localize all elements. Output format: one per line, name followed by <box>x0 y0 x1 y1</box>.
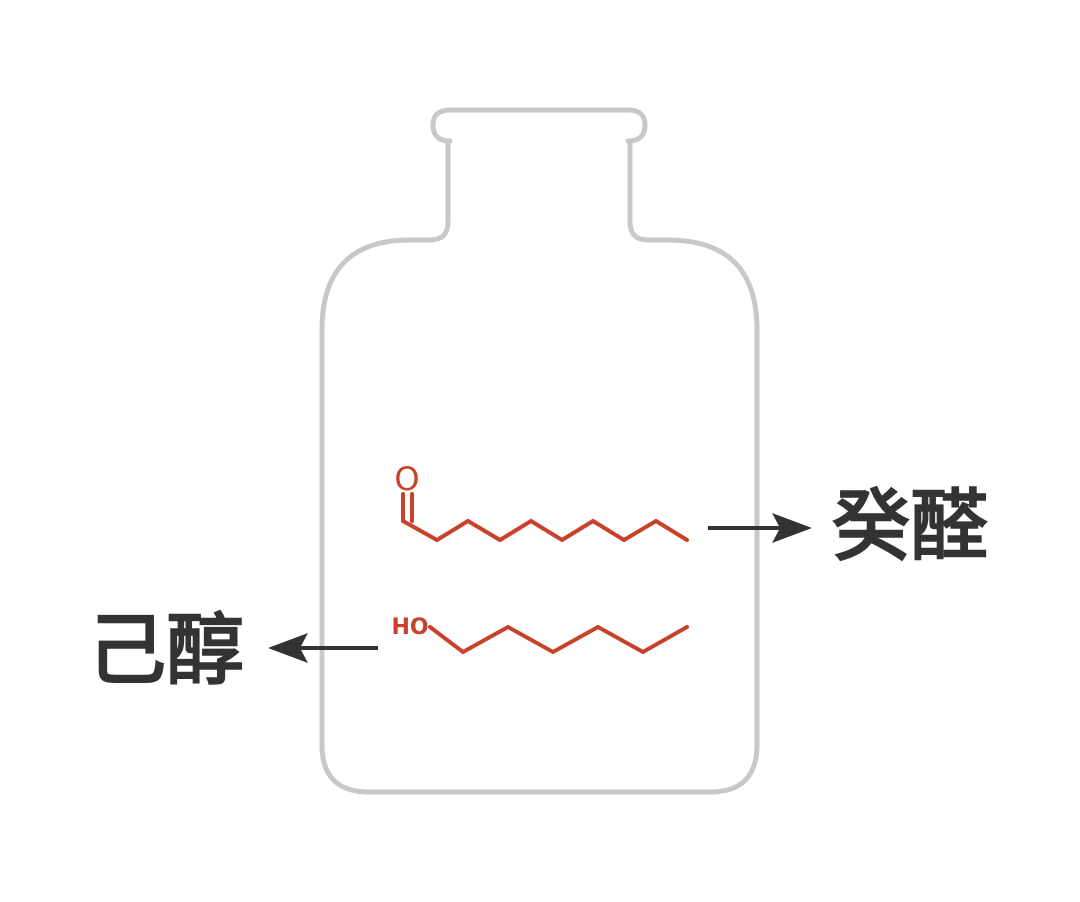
decanal-arrow-head <box>772 513 812 543</box>
hexanol-carbon-chain <box>428 624 689 655</box>
hexanol-arrow-head <box>268 633 308 663</box>
hexanol-name-label: 己醇 <box>88 606 244 696</box>
decanal-structure: O <box>394 460 689 543</box>
hexanol-arrow <box>268 633 378 663</box>
decanal-carbon-chain <box>401 518 689 543</box>
decanal-name-label: 癸醛 <box>832 482 988 572</box>
hexanol-structure: HO <box>391 615 689 655</box>
hexanol-hydroxyl-label: HO <box>391 615 428 640</box>
decanal-oxygen-label: O <box>394 460 419 498</box>
bottle-outline <box>319 107 760 795</box>
decanal-arrow <box>708 513 812 543</box>
